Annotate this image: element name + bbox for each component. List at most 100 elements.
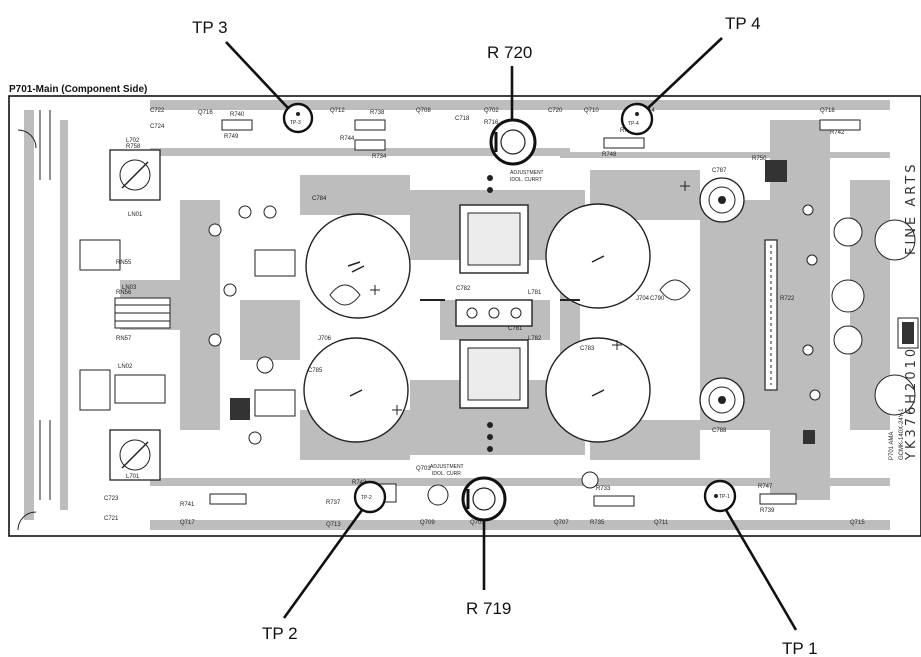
ref-c788: C788	[712, 428, 727, 434]
adjust-bottom-line1: ADJUSTMENT	[430, 464, 464, 470]
ref-l702: L702	[126, 138, 140, 144]
ref-q707: Q707	[554, 520, 569, 526]
silk-brand: FINE ARTS	[904, 161, 919, 255]
ref-l781: L781	[528, 290, 542, 296]
right-section	[699, 177, 919, 444]
center-transformer-top	[459, 204, 529, 274]
ref-q702: Q702	[484, 108, 499, 114]
ref-q710: Q710	[584, 108, 599, 114]
ref-r741: R741	[180, 502, 195, 508]
ref-rn56: RN56	[116, 290, 132, 296]
ref-rn57: RN57	[116, 336, 132, 342]
ref-r750: R750	[752, 156, 767, 162]
ref-l701: L701	[126, 474, 140, 480]
ref-q718: Q718	[820, 108, 835, 114]
silk-code: YK376H2010	[904, 346, 919, 461]
ref-q703: Q703	[416, 466, 431, 472]
ref-r734: R734	[372, 154, 387, 160]
ref-ln01: LN01	[128, 212, 143, 218]
small-parts-center	[329, 175, 691, 452]
callout-tp2: TP 2	[262, 624, 298, 643]
testpoint-pad-tp3: TP-3	[282, 102, 314, 134]
testpoint-pad-tp1: TP-1	[703, 479, 737, 513]
leader-tp3	[225, 41, 289, 109]
capacitor-c782	[545, 181, 690, 309]
ref-c781: C781	[508, 326, 523, 332]
silk-ama: P701 AMA	[889, 432, 895, 460]
ref-q708: Q708	[416, 108, 431, 114]
adjust-top-line1: ADJUSTMENT	[510, 170, 544, 176]
board-title: P701-Main (Component Side)	[9, 84, 147, 95]
callout-r719: R 719	[466, 599, 511, 618]
ref-c721: C721	[104, 516, 119, 522]
svg-text:TP-3: TP-3	[290, 120, 301, 126]
svg-text:TP-1: TP-1	[719, 494, 730, 500]
ref-q716: Q716	[198, 110, 213, 116]
trimmer-r719	[461, 476, 507, 522]
adjust-bottom-line2: IDOL. CURR	[432, 471, 461, 477]
ref-c718: C718	[455, 116, 470, 122]
left-section	[17, 110, 296, 531]
ref-q701: Q701	[470, 520, 485, 526]
ref-r748: R748	[602, 152, 617, 158]
ref-q712: Q712	[330, 108, 345, 114]
ref-r737: R737	[326, 500, 341, 506]
ref-ln02: LN02	[118, 364, 133, 370]
ref-q711: Q711	[654, 520, 669, 526]
svg-text:TP-4: TP-4	[628, 121, 639, 127]
callout-tp4: TP 4	[725, 14, 761, 33]
ref-r744: R744	[340, 136, 355, 142]
ref-j706: J706	[318, 336, 332, 342]
callout-leaders	[225, 37, 798, 631]
ref-j704: J704	[636, 296, 650, 302]
callout-r720: R 720	[487, 43, 532, 62]
capacitor-c785	[303, 337, 409, 443]
callout-tp1: TP 1	[782, 639, 818, 657]
ref-r733: R733	[596, 486, 611, 492]
ref-c782: C782	[456, 286, 471, 292]
ref-c784: C784	[312, 196, 327, 202]
ref-q713: Q713	[326, 522, 341, 528]
callout-tp3: TP 3	[192, 18, 228, 37]
center-transformer-bottom	[459, 339, 529, 409]
capacitor-c784	[305, 213, 411, 319]
testpoint-pad-tp4: TP-4	[620, 102, 654, 136]
ref-c783: C783	[580, 346, 595, 352]
ref-r742: R742	[830, 130, 845, 136]
ref-r739: R739	[760, 508, 775, 514]
ref-c787: C787	[712, 168, 727, 174]
ref-r749: R749	[224, 134, 239, 140]
capacitor-c783	[545, 337, 651, 443]
ref-r716: R716	[484, 120, 499, 126]
ref-r738: R738	[370, 110, 385, 116]
silk-model: GCMK-140X-24Y-1	[899, 408, 905, 460]
resistor-row-top	[221, 119, 861, 182]
leader-tp2	[282, 509, 364, 619]
ref-c785: C785	[308, 368, 323, 374]
ref-r735: R735	[590, 520, 605, 526]
svg-text:TP-2: TP-2	[361, 495, 372, 501]
ref-c790: C790	[650, 296, 665, 302]
ref-r758: R758	[126, 144, 141, 150]
ref-c723: C723	[104, 496, 119, 502]
ref-q717: Q717	[180, 520, 195, 526]
ref-q715: Q715	[850, 520, 865, 526]
ref-c720: C720	[548, 108, 563, 114]
ref-rn55: RN55	[116, 260, 132, 266]
center-bridge	[455, 299, 533, 327]
silkscreen: FINE ARTS YK376H2010 GCMK-140X-24Y-1 P70…	[430, 161, 919, 477]
ref-ln03: LN03	[122, 285, 137, 291]
ref-q709: Q709	[420, 520, 435, 526]
ref-r722: R722	[780, 296, 795, 302]
leader-tp4	[647, 37, 723, 109]
ref-r743: R743	[352, 480, 367, 486]
ref-l782: L782	[528, 336, 542, 342]
trimmer-r720	[489, 118, 537, 166]
ref-r747: R747	[758, 484, 773, 490]
testpoint-pad-tp2: TP-2	[353, 480, 387, 514]
ref-c722: C722	[150, 108, 165, 114]
adjust-top-line2: IDOL. CURRT	[510, 177, 542, 183]
